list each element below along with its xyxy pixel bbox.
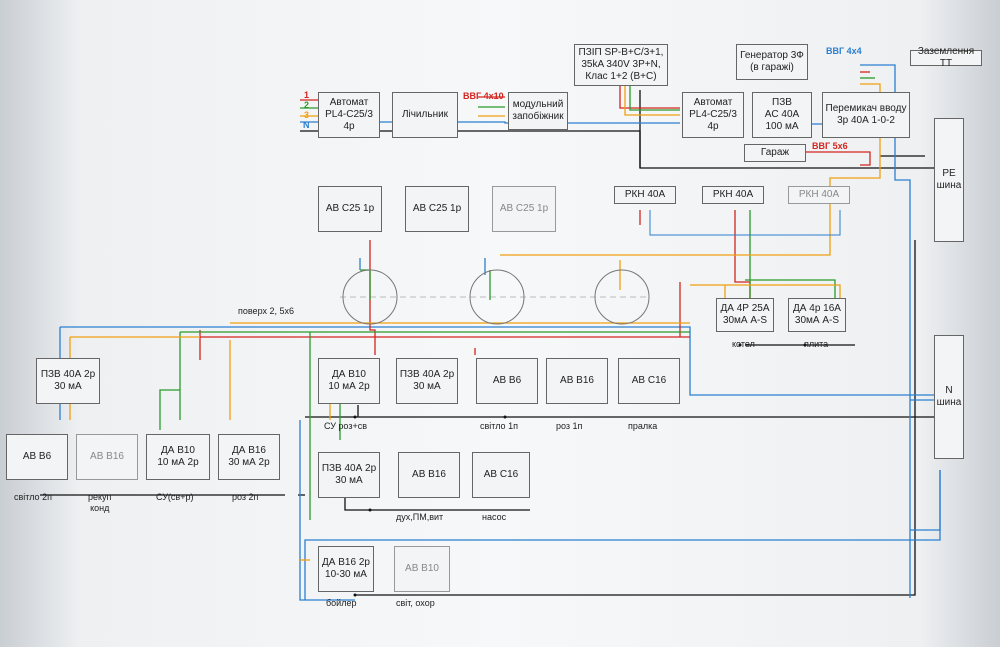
- breaker-c25-2: АВ С25 1р: [405, 186, 469, 232]
- breaker-c25-1: АВ С25 1р: [318, 186, 382, 232]
- mid-label-washer: пралка: [628, 421, 658, 431]
- label-stove: плита: [804, 339, 829, 349]
- rcbo-4p-16a: ДА 4р 16А 30мА A-S: [788, 298, 846, 332]
- pe-wires: [40, 90, 935, 596]
- mid2-breaker-b16: АВ В16: [398, 452, 460, 498]
- left-label-su: СУ(св+р): [156, 492, 194, 502]
- cable-label-vvg4x10: ВВГ 4х10: [463, 91, 504, 101]
- mid-label-light: світло 1п: [480, 421, 518, 431]
- phase-label-3: 3: [304, 110, 310, 120]
- upper-floor-label: поверх 2, 5х6: [238, 306, 294, 316]
- pe-busbar: PE шина: [934, 118, 964, 242]
- generator: Генератор 3Ф (в гаражі): [736, 44, 808, 80]
- cable-label-vvg5x6: ВВГ 5х6: [812, 141, 848, 151]
- mid-breaker-b6: АВ В6: [476, 358, 538, 404]
- breaker-c25-3: АВ С25 1р: [492, 186, 556, 232]
- rcd-main: ПЗВ AC 40A 100 мА: [752, 92, 812, 138]
- voltage-relay-3: РКН 40А: [788, 186, 850, 204]
- transfer-switch: Перемикач вводу 3р 40А 1-0-2: [822, 92, 910, 138]
- phase-label-1: 1: [304, 90, 310, 100]
- modular-fuse: модульний запобіжник: [508, 92, 568, 130]
- left-rcbo-b10: ДА В10 10 мА 2р: [146, 434, 210, 480]
- n-wires: [59, 64, 941, 601]
- phase-label-n: N: [303, 120, 310, 130]
- mid2-rcd: ПЗВ 40А 2р 30 мА: [318, 452, 380, 498]
- mid3-label-light-security: світ, охор: [396, 598, 435, 608]
- energy-meter: Лічильник: [392, 92, 458, 138]
- mid-label-sockets: роз 1п: [556, 421, 583, 431]
- mid3-breaker-b10: АВ В10: [394, 546, 450, 592]
- l2-wires: [159, 77, 875, 520]
- bus-n-wires: [649, 210, 841, 236]
- left-breaker-b16: АВ В16: [76, 434, 138, 480]
- mid2-label-oven: дух,ПМ,вит: [396, 512, 444, 522]
- label-boiler-heater: котел: [732, 339, 755, 349]
- n-busbar: N шина: [934, 335, 964, 459]
- mid-breaker-c16: АВ С16: [618, 358, 680, 404]
- rcd-circle-2: [469, 269, 525, 325]
- phase-label-2: 2: [304, 100, 310, 110]
- grounding-tt: Заземлення TT: [910, 46, 982, 69]
- mid3-label-boiler: бойлер: [326, 598, 357, 608]
- rcbo-4p-25a: ДА 4Р 25А 30мА A-S: [716, 298, 774, 332]
- mid-rcbo-b10: ДА В10 10 мА 2р: [318, 358, 380, 404]
- garage: Гараж: [744, 144, 806, 162]
- voltage-relay-1: РКН 40А: [614, 186, 676, 204]
- left-rcbo-b16: ДА В16 30 мА 2р: [218, 434, 280, 480]
- rcd-circle-3: [594, 269, 650, 325]
- left-label-recup: рекуп конд: [88, 492, 112, 513]
- left-label-light: світло 2п: [14, 492, 52, 502]
- mid2-breaker-c16: АВ С16: [472, 452, 530, 498]
- rcd-circle-1: [342, 269, 398, 325]
- voltage-relay-2: РКН 40А: [702, 186, 764, 204]
- input-breaker: Автомат PL4-C25/3 4р: [318, 92, 380, 138]
- mid3-rcbo-b16: ДА В16 2р 10-30 мА: [318, 546, 374, 592]
- rcd-circle-group: [342, 269, 650, 325]
- left-rcd: ПЗВ 40А 2р 30 мА: [36, 358, 100, 404]
- left-label-sockets: роз 2п: [232, 492, 259, 502]
- junction-dots: [353, 343, 807, 597]
- mid-breaker-b16: АВ В16: [546, 358, 608, 404]
- mid-label-su: СУ роз+св: [324, 421, 367, 431]
- left-breaker-b6: АВ В6: [6, 434, 68, 480]
- breaker-2: Автомат PL4-C25/3 4р: [682, 92, 744, 138]
- surge-protector: ПЗІП SP-B+C/3+1, 35kA 340V 3P+N, Клас 1+…: [574, 44, 668, 86]
- mid2-label-pump: насос: [482, 512, 507, 522]
- cable-label-vvg4x4: ВВГ 4х4: [826, 46, 862, 56]
- mid-rcd: ПЗВ 40А 2р 30 мА: [396, 358, 458, 404]
